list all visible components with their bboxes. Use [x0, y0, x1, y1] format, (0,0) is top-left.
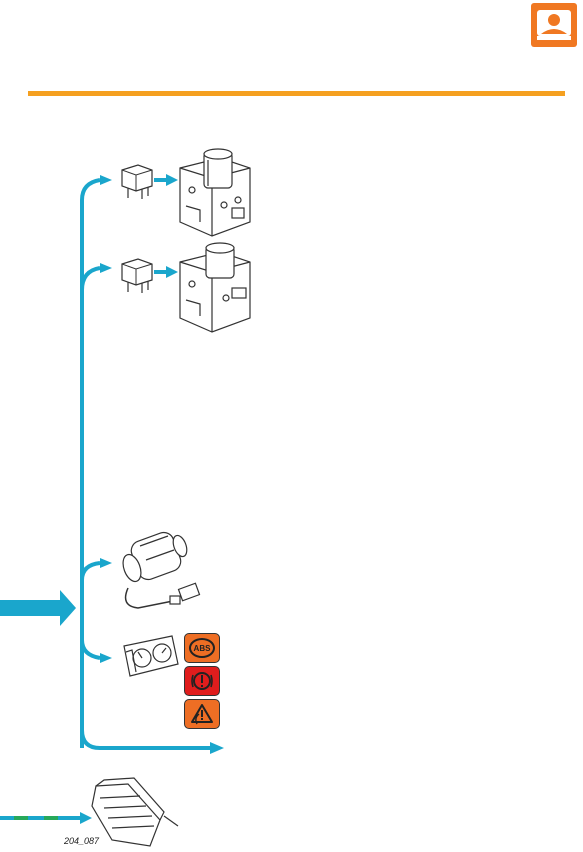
abs-warning-lamp: ABS: [184, 633, 220, 663]
relay-2-icon: [121, 258, 153, 293]
arrow-relay-1: [100, 175, 112, 185]
exclamation-circle-icon: [191, 672, 213, 690]
arrow-relay-2: [100, 263, 112, 273]
hydraulic-unit-1-icon: [179, 148, 251, 237]
branch-4: [80, 639, 101, 660]
arrow-cluster: [100, 653, 112, 663]
diagnostic-connector-icon: [91, 777, 179, 847]
relay-1-icon: [121, 164, 153, 199]
trunk-line: [80, 178, 101, 748]
warning-triangle-icon: [191, 704, 213, 725]
header-divider: [28, 91, 565, 96]
arrow-motor: [100, 558, 112, 568]
branch-bottom: [80, 729, 210, 750]
arrow-pump-1: [166, 174, 178, 186]
branch-2: [80, 266, 101, 291]
branch-3: [80, 561, 101, 581]
pump-motor-icon: [122, 531, 201, 609]
arrow-bottom: [210, 742, 224, 754]
instrument-cluster-icon: [123, 635, 179, 677]
brake-warning-lamp: [184, 666, 220, 696]
triangle-warning-lamp: [184, 699, 220, 729]
input-arrow: [0, 590, 76, 626]
figure-id: 204_087: [64, 836, 100, 846]
arrow-diagnostic: [80, 812, 92, 824]
hydraulic-unit-2-icon: [179, 242, 251, 333]
abs-label: ABS: [189, 638, 215, 658]
arrow-pump-2: [166, 266, 178, 278]
logo-icon: [531, 3, 577, 47]
